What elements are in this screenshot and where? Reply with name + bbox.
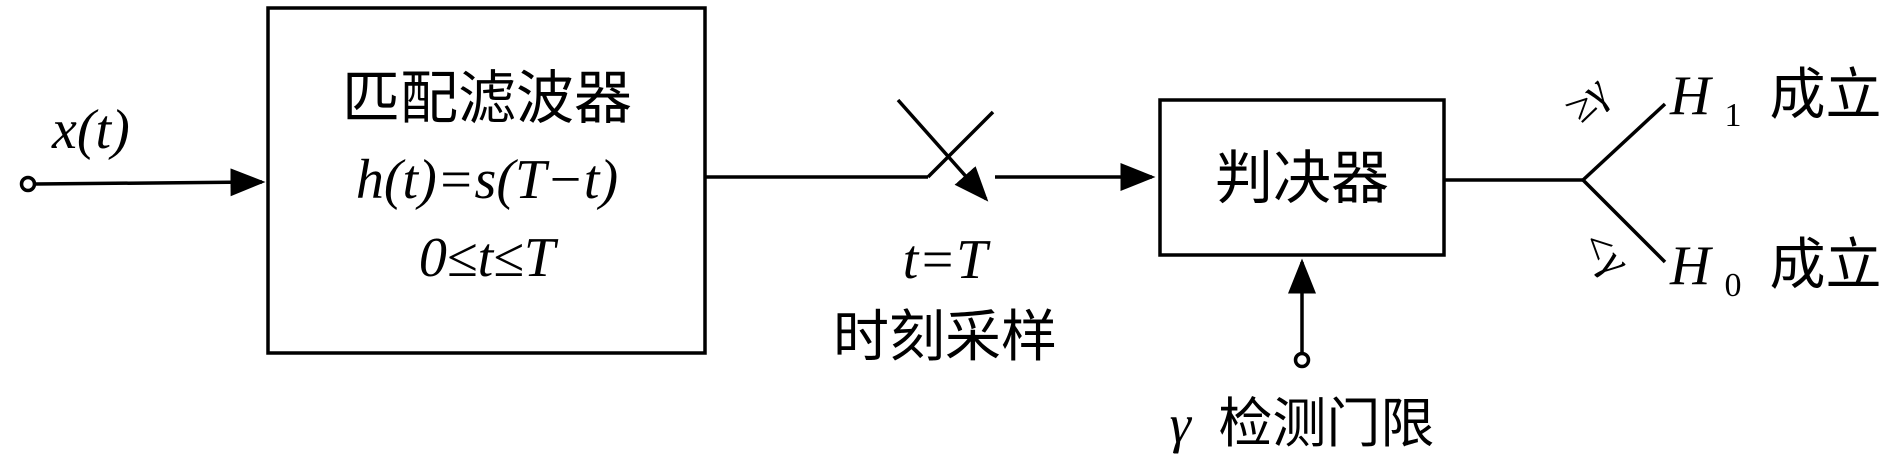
input-signal-label: x(t) xyxy=(51,99,130,161)
matched-filter-title: 匹配滤波器 xyxy=(342,64,632,132)
matched-filter-impulse-response: h(t)=s(T−t) xyxy=(356,149,618,211)
sampler-caption: 时刻采样 xyxy=(833,305,1057,370)
lower-hypothesis-text: 成立 xyxy=(1769,233,1881,298)
sampler-time-label: t=T xyxy=(903,229,991,291)
matched-filter-range: 0≤t≤T xyxy=(419,227,559,289)
threshold-symbol: γ xyxy=(1170,394,1193,454)
sampler-switch-blade xyxy=(896,98,989,202)
upper-condition-label: ≥γ xyxy=(1554,66,1619,131)
threshold-terminal xyxy=(1293,351,1311,369)
decision-block xyxy=(1158,98,1446,257)
upper-hypothesis-subscript: 1 xyxy=(1724,97,1741,134)
lower-hypothesis-symbol: H xyxy=(1669,235,1713,297)
upper-hypothesis-text: 成立 xyxy=(1769,63,1881,128)
lower-branch-line xyxy=(1581,178,1667,264)
decision-title: 判决器 xyxy=(1215,144,1389,212)
threshold-label: 检测门限 xyxy=(1218,392,1434,455)
lower-hypothesis-subscript: 0 xyxy=(1724,267,1741,304)
matched-filter-block xyxy=(266,6,707,355)
upper-branch-line xyxy=(1581,102,1667,182)
input-arrow xyxy=(34,168,266,197)
upper-hypothesis-label: H 1 成立 xyxy=(1669,63,1881,139)
sampler-switch-lever xyxy=(926,110,995,179)
lower-hypothesis-label: H 0 成立 xyxy=(1669,233,1881,309)
upper-hypothesis-symbol: H xyxy=(1669,65,1713,127)
input-terminal xyxy=(19,175,37,193)
threshold-label-line: γ 检测门限 xyxy=(1170,392,1435,455)
